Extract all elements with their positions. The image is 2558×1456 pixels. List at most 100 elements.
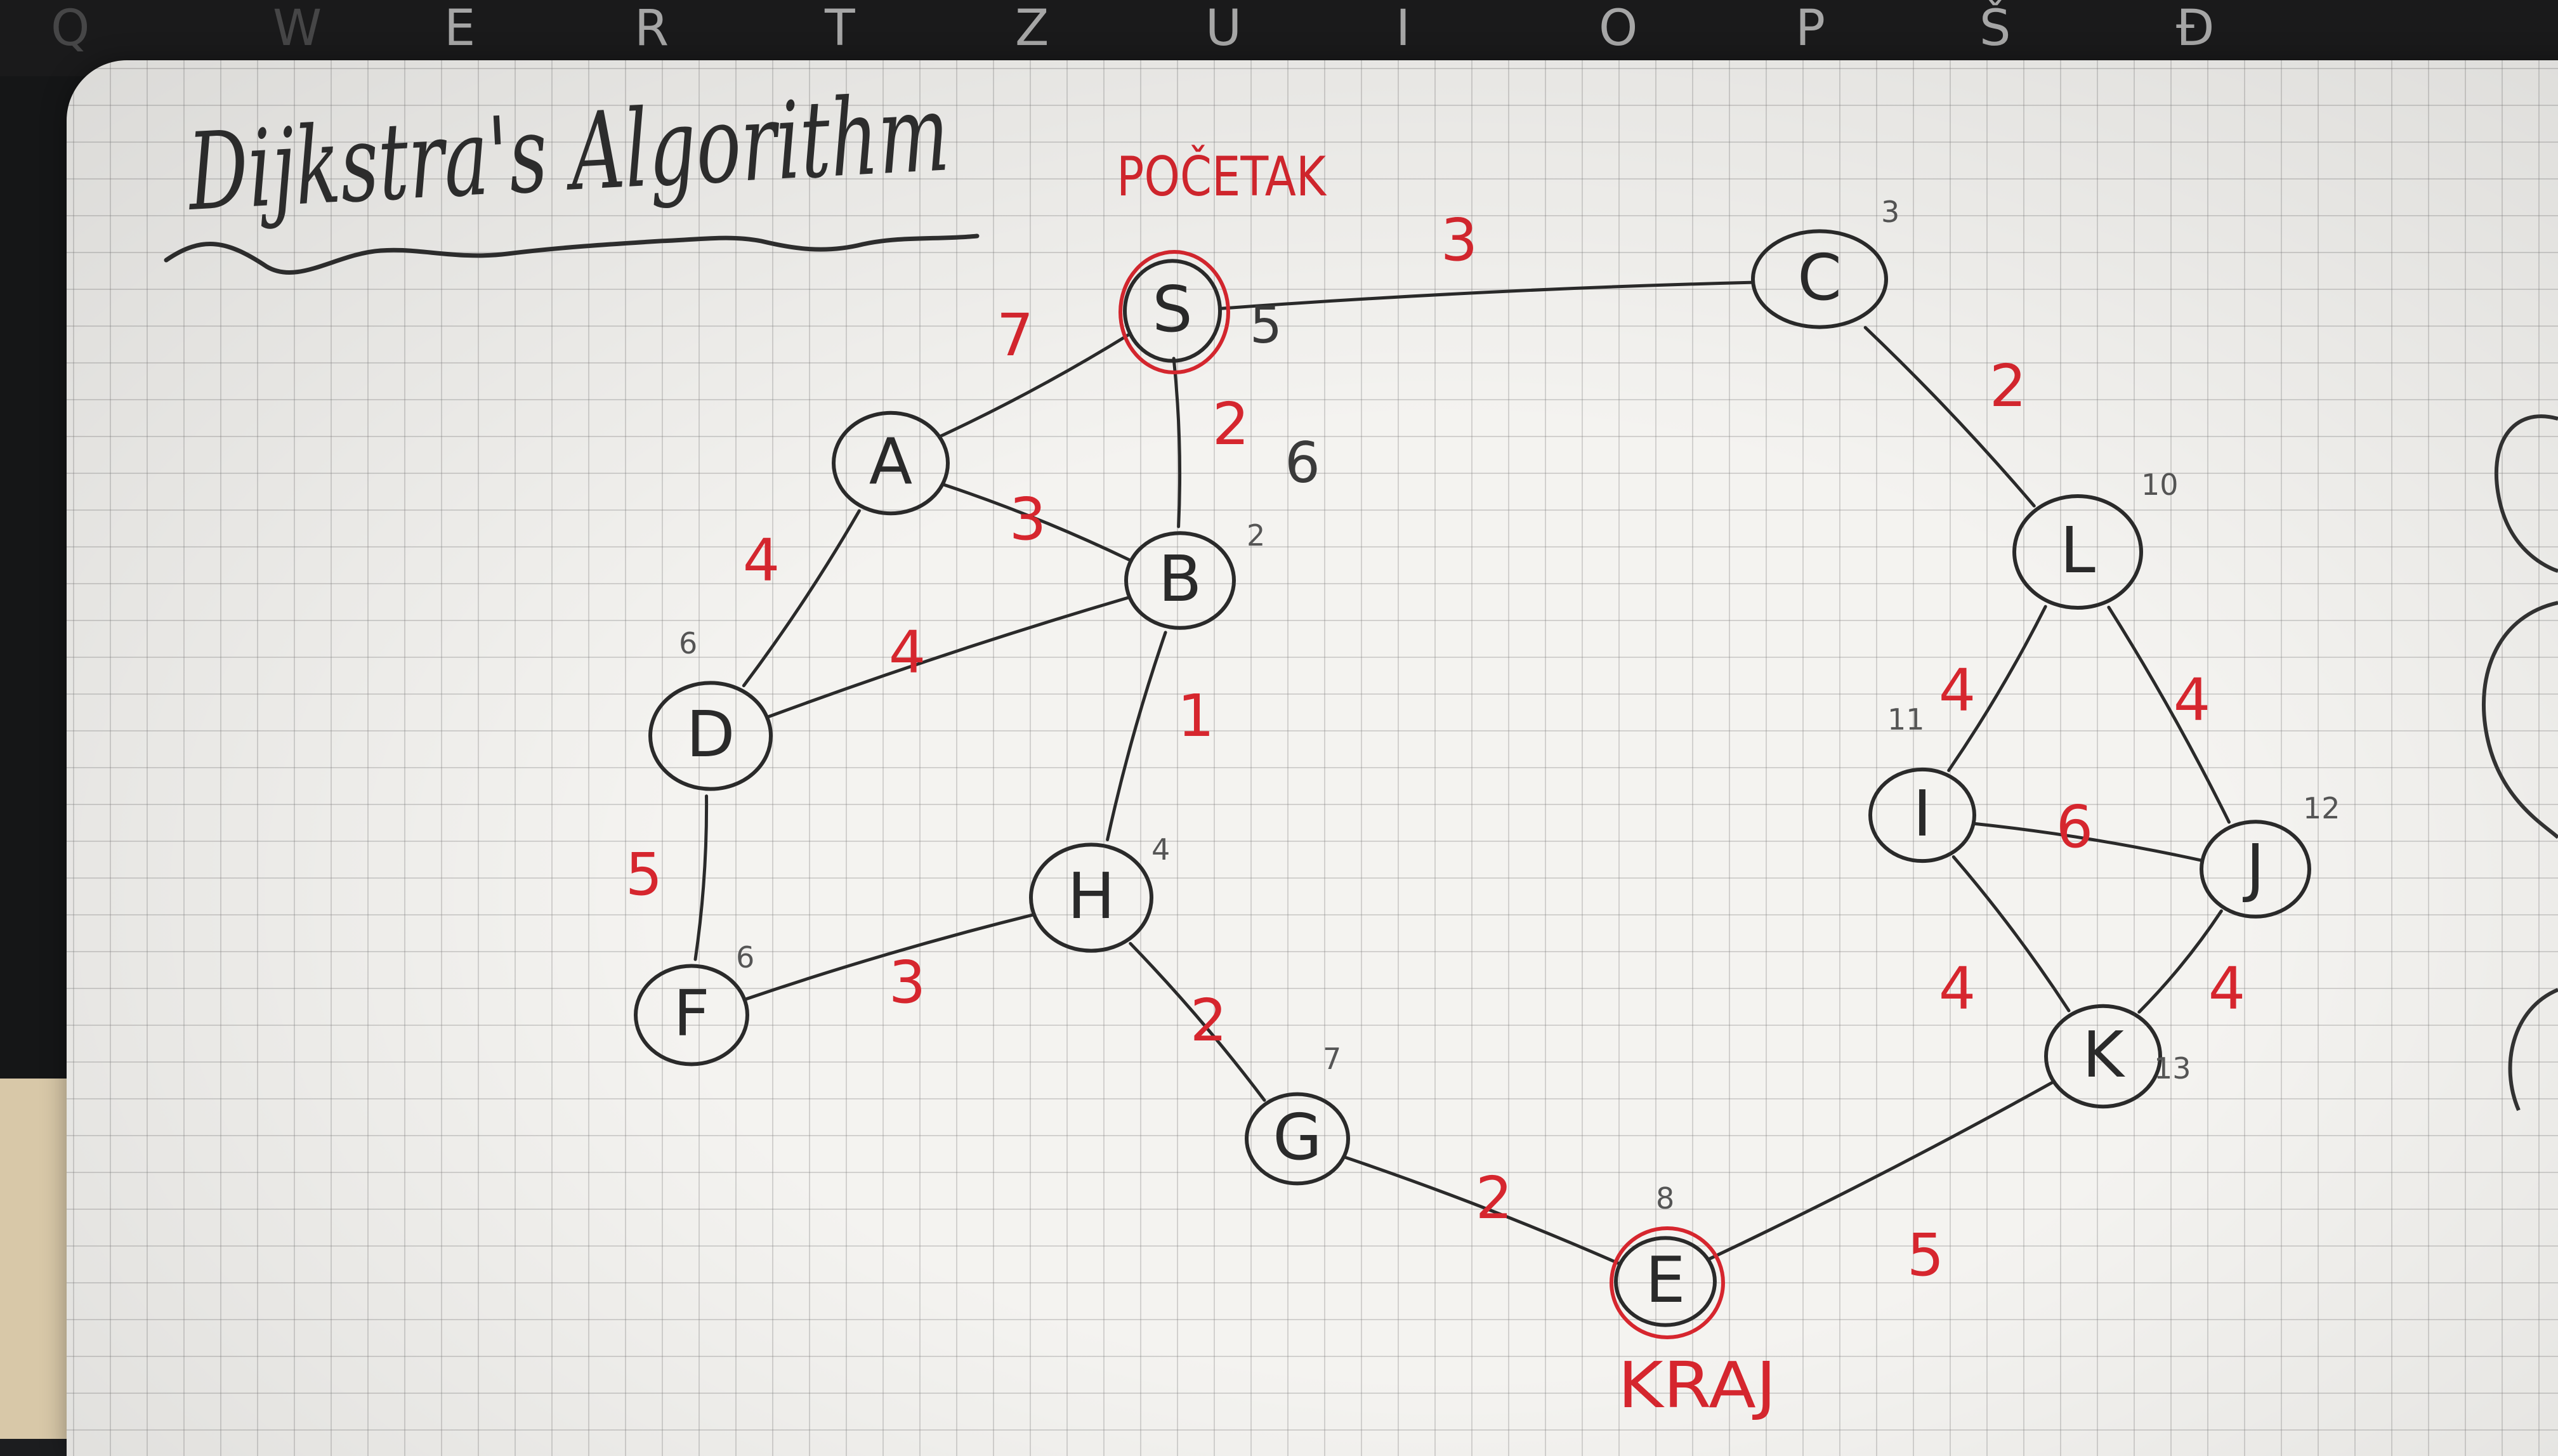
edge-s-a bbox=[939, 332, 1132, 438]
keyboard-key-5: T bbox=[825, 0, 855, 57]
edge-d-b bbox=[766, 596, 1131, 719]
edge-weight-h-g: 2 bbox=[1190, 987, 1228, 1054]
node-e-highlight-ring bbox=[1610, 1226, 1725, 1339]
node-s-label: S bbox=[1152, 272, 1192, 346]
note-near-b: 6 bbox=[1285, 430, 1320, 495]
node-l: L 10 bbox=[2012, 468, 2179, 610]
node-b-label: B bbox=[1158, 542, 1202, 616]
title: Dijkstra's Algorithm bbox=[184, 70, 952, 235]
edge-weight-d-b: 4 bbox=[889, 619, 926, 686]
node-d-distance: 6 bbox=[679, 626, 697, 660]
node-g: G7 bbox=[1245, 1042, 1350, 1186]
node-j-label: J bbox=[2242, 830, 2265, 905]
node-s: S bbox=[1118, 250, 1230, 374]
edge-f-h bbox=[743, 913, 1035, 1001]
desk-surface bbox=[0, 1079, 76, 1439]
node-c-label: C bbox=[1797, 240, 1842, 315]
node-k-circle bbox=[2044, 1004, 2162, 1109]
node-h: H4 bbox=[1029, 832, 1170, 953]
edge-c-l bbox=[1863, 325, 2036, 508]
keyboard-key-1: Q bbox=[51, 0, 90, 57]
note-near-s: 5 bbox=[1250, 296, 1282, 355]
node-e-label: E bbox=[1645, 1243, 1685, 1317]
edge-l-i bbox=[1947, 605, 2047, 772]
edge-a-b bbox=[941, 483, 1132, 562]
node-i-label: I bbox=[1913, 777, 1932, 851]
edge-weight-d-f: 5 bbox=[626, 841, 663, 908]
node-d-circle bbox=[648, 681, 773, 791]
node-c-distance: 3 bbox=[1881, 195, 1899, 229]
keyboard-key-11: Š bbox=[1979, 0, 2011, 57]
node-d-label: D bbox=[686, 697, 735, 771]
node-k-distance: 13 bbox=[2154, 1051, 2191, 1085]
node-s-highlight-ring bbox=[1118, 250, 1230, 374]
node-a-label: A bbox=[869, 424, 912, 499]
keyboard-key-2: W bbox=[273, 0, 322, 57]
edge-i-k bbox=[1951, 855, 2071, 1013]
node-d: D6 bbox=[648, 626, 773, 791]
edge-h-g bbox=[1129, 941, 1266, 1102]
keyboard-key-8: I bbox=[1396, 0, 1411, 57]
node-h-circle bbox=[1029, 843, 1153, 953]
edge-weight-l-i: 4 bbox=[1939, 657, 1976, 725]
edge-weight-l-j: 4 bbox=[2174, 666, 2211, 734]
edge-weight-f-h: 3 bbox=[889, 948, 926, 1016]
node-a: A bbox=[832, 410, 950, 516]
title-underline bbox=[164, 233, 980, 275]
edge-j-k bbox=[2137, 909, 2223, 1014]
node-b-distance: 2 bbox=[1247, 518, 1265, 553]
node-f: F6 bbox=[634, 940, 754, 1066]
node-k-label: K bbox=[2082, 1018, 2125, 1092]
node-g-circle bbox=[1245, 1092, 1350, 1186]
edge-weight-i-k: 4 bbox=[1939, 955, 1976, 1023]
edge-s-b bbox=[1172, 357, 1182, 528]
edge-weight-s-a: 7 bbox=[997, 301, 1034, 369]
node-h-distance: 4 bbox=[1151, 832, 1170, 867]
node-i: I 11 bbox=[1868, 702, 1976, 863]
node-f-distance: 6 bbox=[736, 940, 754, 974]
edge-weight-i-j: 6 bbox=[2056, 793, 2094, 861]
edge-weight-h-b: 1 bbox=[1177, 682, 1215, 750]
edge-d-f bbox=[693, 794, 709, 961]
node-c-circle bbox=[1751, 229, 1888, 329]
node-b-circle bbox=[1124, 531, 1236, 630]
offpage-sketch bbox=[2481, 414, 2558, 1112]
keyboard-key-12: Đ bbox=[2176, 0, 2215, 57]
edge-g-e bbox=[1343, 1155, 1621, 1266]
node-l-distance: 10 bbox=[2141, 468, 2179, 502]
node-g-distance: 7 bbox=[1323, 1042, 1341, 1076]
node-s-circle bbox=[1123, 259, 1222, 363]
node-b: B2 bbox=[1124, 518, 1265, 630]
edge-a-d bbox=[742, 509, 861, 688]
keyboard-key-3: E bbox=[444, 0, 476, 57]
node-e-distance: 8 bbox=[1656, 1181, 1674, 1216]
edge-l-j bbox=[2107, 605, 2231, 824]
node-i-circle bbox=[1868, 767, 1976, 863]
keyboard-key-9: O bbox=[1599, 0, 1638, 57]
keyboard-key-10: P bbox=[1795, 0, 1826, 57]
node-k: K 13 bbox=[2044, 1004, 2191, 1109]
edge-weight-k-e: 5 bbox=[1907, 1221, 1945, 1289]
node-j-distance: 12 bbox=[2303, 791, 2340, 825]
node-g-label: G bbox=[1273, 1100, 1322, 1174]
edge-weight-s-c: 3 bbox=[1441, 206, 1478, 274]
node-e: E8 bbox=[1610, 1181, 1725, 1339]
keyboard-key-7: U bbox=[1205, 0, 1242, 57]
edge-h-b bbox=[1106, 631, 1167, 842]
edge-weight-s-b: 2 bbox=[1212, 390, 1250, 458]
node-l-circle bbox=[2012, 494, 2143, 610]
node-i-distance: 11 bbox=[1887, 702, 1925, 737]
edge-weight-a-b: 3 bbox=[1009, 485, 1047, 553]
node-f-circle bbox=[634, 964, 749, 1066]
edge-i-j bbox=[1972, 822, 2204, 862]
node-l-label: L bbox=[2060, 513, 2096, 587]
edge-weight-j-k: 4 bbox=[2208, 955, 2246, 1023]
start-label: POČETAK bbox=[1117, 145, 1327, 209]
edge-weight-a-d: 4 bbox=[743, 527, 780, 594]
node-a-circle bbox=[832, 410, 950, 516]
keyboard-key-4: R bbox=[634, 0, 669, 57]
edge-k-e bbox=[1707, 1080, 2054, 1261]
